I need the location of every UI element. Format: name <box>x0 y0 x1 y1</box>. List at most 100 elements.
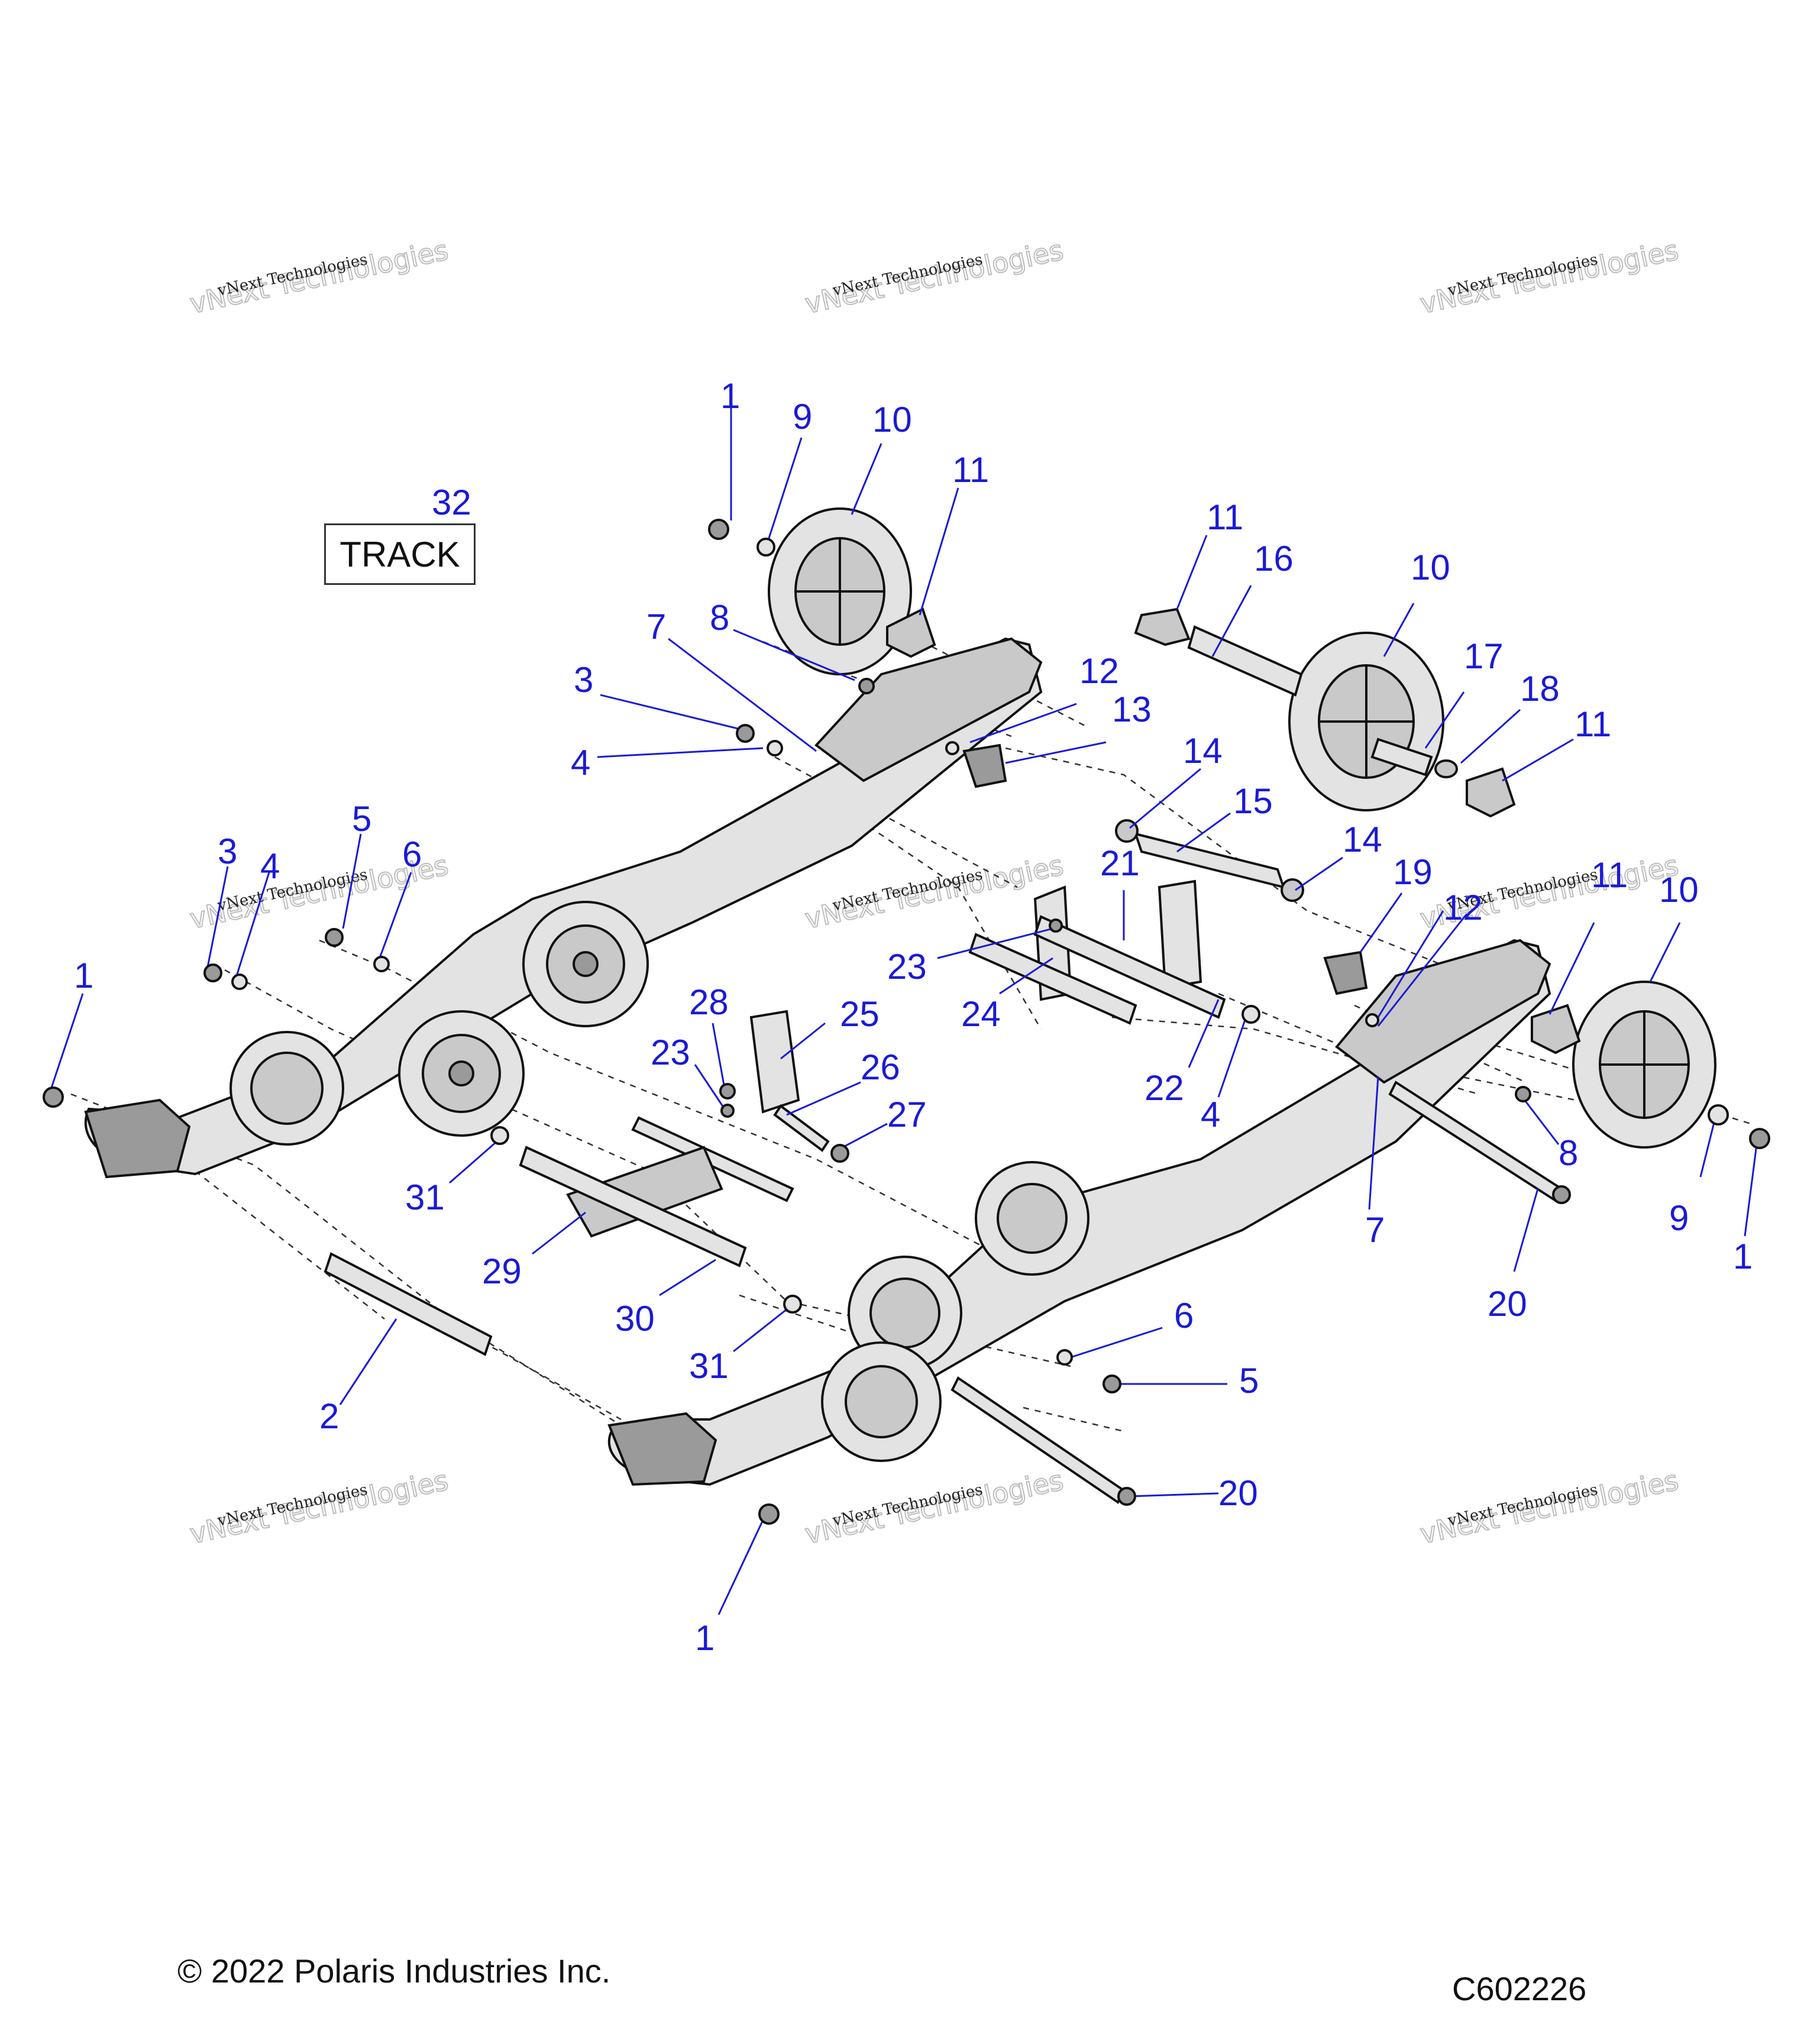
leader-line <box>659 1259 716 1296</box>
leader-line <box>1424 691 1465 749</box>
callout-4: 4 <box>260 846 280 886</box>
callout-23: 23 <box>887 947 927 987</box>
leader-line <box>668 638 817 752</box>
leader-line <box>1129 1492 1219 1498</box>
callout-20: 20 <box>1218 1473 1258 1513</box>
shaft-29-top <box>631 1116 794 1202</box>
nut-23 <box>720 1104 735 1118</box>
callout-3: 3 <box>218 832 237 871</box>
shaft-2 <box>324 1252 493 1356</box>
callout-20: 20 <box>1488 1284 1527 1324</box>
leader-line <box>1699 1117 1716 1178</box>
nut-20 <box>1117 1487 1136 1506</box>
callout-8: 8 <box>1559 1133 1578 1173</box>
callout-11: 11 <box>952 450 989 490</box>
nut-3 <box>736 724 755 743</box>
watermark: vNext Technologies vNext Technologies <box>801 1463 1066 1550</box>
leader-line <box>1744 1144 1758 1237</box>
callout-17: 17 <box>1464 636 1504 676</box>
washer-6 <box>1056 1349 1073 1366</box>
hardware <box>43 519 1770 1525</box>
leader-line <box>717 1519 764 1615</box>
shaft-24 <box>968 933 1137 1025</box>
bolt-1 <box>43 1086 64 1108</box>
center-linkage <box>324 743 1563 1504</box>
leader-line <box>694 1064 726 1110</box>
front-arm-right <box>1158 879 1202 989</box>
right-rail-upper-plate <box>1335 939 1551 1084</box>
callout-26: 26 <box>861 1047 900 1087</box>
leader-line <box>937 927 1053 959</box>
cap-11 <box>1134 607 1191 646</box>
callout-12: 12 <box>1443 888 1483 927</box>
leader-line <box>600 694 746 732</box>
right-bogie-wheel-hub <box>869 1278 940 1348</box>
callout-5: 5 <box>352 799 371 839</box>
leader-line <box>1513 1188 1539 1272</box>
nut-28 <box>719 1083 736 1099</box>
axle-nut <box>448 1060 474 1086</box>
callout-10: 10 <box>1659 870 1699 910</box>
copyright-text: © 2022 Polaris Industries Inc. <box>177 1952 611 1990</box>
callout-31: 31 <box>405 1178 445 1217</box>
left-bogie-wheel-hub <box>250 1052 324 1125</box>
callout-13: 13 <box>1112 690 1152 729</box>
cap-11 <box>1531 1004 1581 1055</box>
callout-27: 27 <box>887 1095 927 1134</box>
leader-line <box>206 866 229 971</box>
leader-line <box>1176 812 1231 853</box>
right-rail-tip <box>607 1412 717 1486</box>
callout-24: 24 <box>961 994 1001 1034</box>
figure-code: C602226 <box>1452 1970 1587 2007</box>
callout-7: 7 <box>646 607 666 646</box>
callout-30: 30 <box>615 1299 655 1338</box>
callout-32: 32 <box>432 483 471 522</box>
washer-6 <box>373 956 390 972</box>
leader-line <box>851 443 882 515</box>
right-bogie-wheel-hub <box>845 1365 918 1438</box>
nut-3 <box>203 963 222 982</box>
left-rail-upper-plate <box>814 637 1043 782</box>
shaft-30 <box>519 1146 747 1267</box>
bolt-8 <box>858 678 875 694</box>
leader-line <box>532 1211 586 1255</box>
leader-line <box>768 437 803 539</box>
bolt-1 <box>758 1503 780 1525</box>
leader-line <box>1359 892 1403 953</box>
bolt-5 <box>325 928 344 947</box>
assembly-line <box>1023 1406 1124 1432</box>
callout-6: 6 <box>1174 1296 1194 1335</box>
block-13 <box>962 743 1007 788</box>
callout-1: 1 <box>720 376 740 416</box>
bolt-20-bottom <box>950 1376 1126 1504</box>
leader-line <box>1548 922 1595 1015</box>
left-rail-assembly <box>84 637 1043 1179</box>
leader-line <box>235 872 270 976</box>
bolt-26 <box>773 1104 830 1152</box>
bolt-8 <box>1515 1086 1531 1102</box>
washer-9 <box>1708 1104 1729 1126</box>
leader-line <box>1129 768 1201 829</box>
callout-4: 4 <box>1201 1095 1220 1134</box>
washer-4 <box>767 740 783 756</box>
assembly-line <box>1005 747 1456 971</box>
callout-labels: 1 9 10 11 32 11 16 10 8 7 17 18 11 12 13… <box>74 376 1753 1658</box>
callout-25: 25 <box>840 994 880 1034</box>
right-bogie-wheel-hub <box>997 1183 1068 1254</box>
watermark: vNext Technologies vNext Technologies <box>186 1463 451 1550</box>
callout-21: 21 <box>1100 843 1140 883</box>
callout-18: 18 <box>1520 669 1560 709</box>
callout-9: 9 <box>793 397 812 436</box>
watermark: vNext Technologies vNext Technologies <box>801 848 1066 935</box>
callout-3: 3 <box>574 660 593 700</box>
bolt-1 <box>1749 1128 1770 1149</box>
clip-12 <box>1365 1013 1379 1027</box>
leader-line <box>999 957 1053 995</box>
nut-23 <box>1049 918 1063 933</box>
leader-line <box>377 872 412 962</box>
leader-line <box>1070 1327 1163 1359</box>
callout-4: 4 <box>571 743 590 782</box>
callout-10: 10 <box>872 400 912 439</box>
leader-line <box>1519 1094 1560 1145</box>
cap-11 <box>1466 767 1516 818</box>
